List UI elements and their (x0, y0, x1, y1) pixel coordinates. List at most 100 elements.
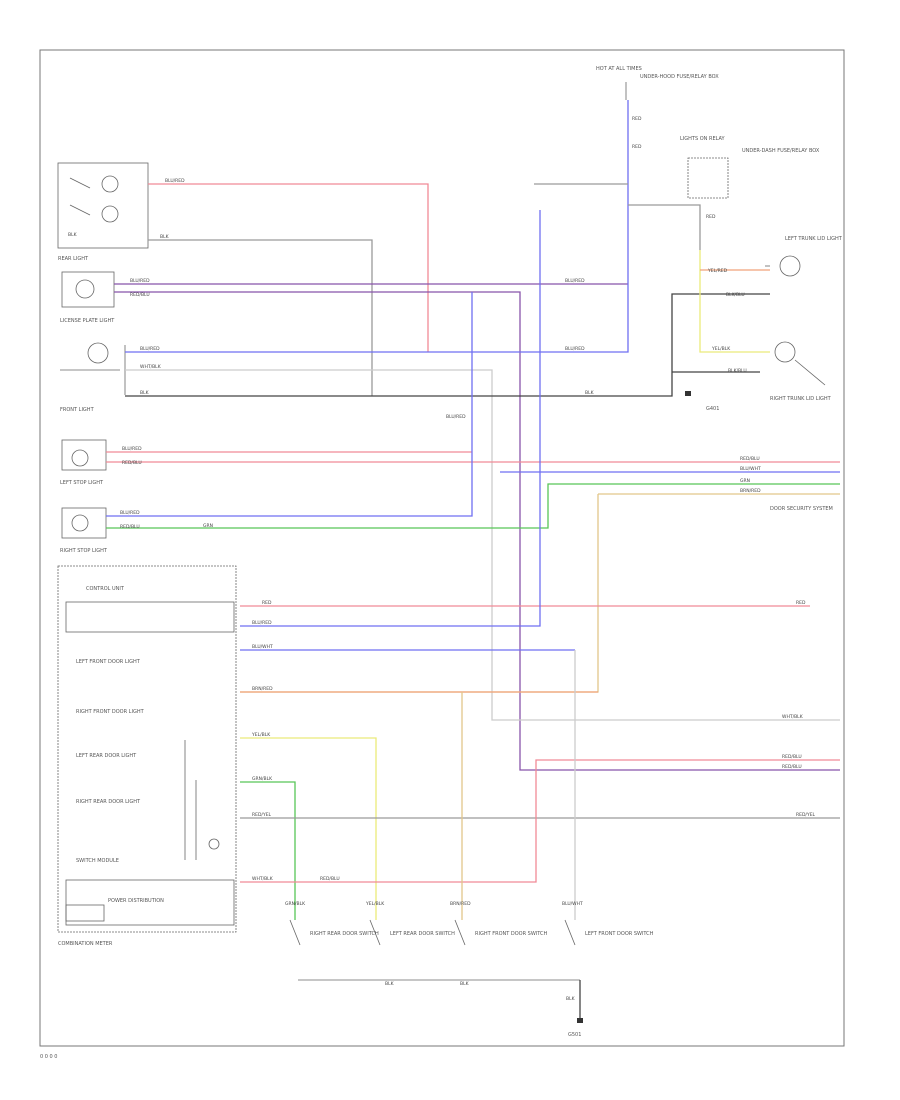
wire-label: BLK (160, 234, 170, 240)
wire-dark (125, 293, 770, 397)
wire-label: RED/BLU (782, 764, 802, 770)
rear-light-label: REAR LIGHT (58, 256, 89, 262)
control-unit-label: CONTROL UNIT (86, 586, 125, 592)
right-stop-label: RIGHT STOP LIGHT (60, 548, 108, 554)
wire-label: RED/BLU (782, 754, 802, 760)
switch-2-label: LEFT REAR DOOR SWITCH (390, 931, 455, 937)
wire-label: RED/BLU (130, 292, 150, 298)
wire-label: BRN/RED (252, 686, 273, 692)
wire-gray (148, 239, 373, 396)
switch-module-label: SWITCH MODULE (76, 858, 119, 864)
wire-label: BLU/RED (140, 346, 160, 352)
wire-label: RED (796, 600, 806, 606)
top-fuse-label: HOT AT ALL TIMES (596, 66, 642, 72)
wire-labels: BLU/RED BLK BLU/RED RED/BLU BLU/RED BLU/… (68, 116, 816, 1002)
wire-purple (114, 291, 840, 771)
wire-label: RED (706, 214, 716, 220)
wire-label: BLU/RED (165, 178, 185, 184)
wire-label: RED/BLU (320, 876, 340, 882)
wire-label: GRN (740, 478, 750, 484)
license-light-component (61, 271, 115, 308)
wire-label: BLU/RED (120, 510, 140, 516)
wire-label: RED/BLU (120, 524, 140, 530)
rear-light-component (57, 162, 149, 249)
wire-label: GRN/BLK (252, 776, 273, 782)
wire-red (148, 183, 429, 352)
front-light-component (60, 342, 126, 395)
door-switches (289, 919, 580, 981)
wire-yellow (699, 250, 770, 353)
wire-red (240, 759, 840, 883)
wire-blue (106, 292, 473, 517)
left-rear-door-label: LEFT REAR DOOR LIGHT (76, 753, 137, 759)
diagram-frame (39, 49, 845, 1047)
wire-label: BLU/RED (130, 278, 150, 284)
wire-label: YEL/RED (707, 268, 728, 274)
switch-1-label: RIGHT REAR DOOR SWITCH (310, 931, 379, 937)
wire-label: BRN/RED (450, 901, 471, 907)
wire-label: WHT/BLK (140, 364, 162, 370)
wire-label: BRN/RED (740, 488, 761, 494)
left-trunk-label: LEFT TRUNK LID LIGHT (785, 236, 843, 242)
wire-yellow (240, 737, 377, 920)
wire-blue (240, 210, 541, 627)
wire-label: BLK/BLU (726, 292, 745, 298)
right-front-door-label: RIGHT FRONT DOOR LIGHT (76, 709, 145, 715)
combination-meter-label: COMBINATION METER (58, 941, 113, 947)
left-stop-light-component (61, 439, 107, 471)
wire-label: YEL/BLK (251, 732, 271, 738)
ground-symbol (685, 391, 691, 396)
wire-label: BLU/RED (565, 278, 585, 284)
wire-label: BLK (140, 390, 150, 396)
wire-label: BLU/RED (252, 620, 272, 626)
wire-label: BLK/BLU (728, 368, 747, 374)
switch-4-label: LEFT FRONT DOOR SWITCH (585, 931, 654, 937)
wire-label: YEL/BLK (711, 346, 731, 352)
front-light-label: FRONT LIGHT (60, 407, 95, 413)
wire-label: WHT/BLK (252, 876, 274, 882)
wire-label: YEL/BLK (365, 901, 385, 907)
wire-label: BLK (585, 390, 595, 396)
wire-label: BLK (385, 981, 395, 987)
left-trunk-light-component (765, 255, 801, 277)
power-distribution-label: POWER DISTRIBUTION (108, 898, 164, 904)
wire-label: RED (632, 144, 642, 150)
wire-label: RED/BLU (122, 460, 142, 466)
wire-light (125, 369, 840, 721)
wire-label: RED/YEL (796, 812, 816, 818)
top-fuse-note: UNDER-HOOD FUSE/RELAY BOX (640, 74, 719, 80)
door-note: DOOR SECURITY SYSTEM (770, 506, 833, 512)
right-stop-light-component (61, 507, 107, 539)
wire-label: BLU/RED (565, 346, 585, 352)
wire-label: BLU/WHT (740, 466, 761, 472)
right-trunk-light-component (774, 341, 826, 386)
wire-label: BLK (460, 981, 470, 987)
wire-label: BLU/RED (122, 446, 142, 452)
ground-symbol (577, 1018, 583, 1023)
wire-label: GRN/BLK (285, 901, 306, 907)
right-rear-door-label: RIGHT REAR DOOR LIGHT (76, 799, 141, 805)
wire-green (106, 483, 840, 529)
wire-blue (125, 100, 629, 353)
ground-2-label: G501 (568, 1032, 581, 1038)
wire-label: RED (262, 600, 272, 606)
relay-note: UNDER-DASH FUSE/RELAY BOX (742, 148, 820, 154)
wire-label: BLK (566, 996, 576, 1002)
relay-label: LIGHTS ON RELAY (680, 136, 726, 142)
wire-tan (240, 494, 599, 693)
right-trunk-label: RIGHT TRUNK LID LIGHT (770, 396, 832, 402)
wire-label: GRN (203, 523, 213, 529)
wire-label: BLU/RED (446, 414, 466, 420)
combination-meter-component (57, 565, 237, 933)
wire-label: BLU/WHT (562, 901, 583, 907)
wire-label: RED/BLU (740, 456, 760, 462)
wire-label: RED/YEL (252, 812, 272, 818)
wire-label: RED (632, 116, 642, 122)
left-front-door-label: LEFT FRONT DOOR LIGHT (76, 659, 141, 665)
wire-label: BLK (68, 232, 78, 238)
left-stop-label: LEFT STOP LIGHT (60, 480, 104, 486)
wire-label: BLU/WHT (252, 644, 273, 650)
wire-green (240, 781, 296, 920)
footer-label: 0 0 0 0 (40, 1054, 58, 1060)
